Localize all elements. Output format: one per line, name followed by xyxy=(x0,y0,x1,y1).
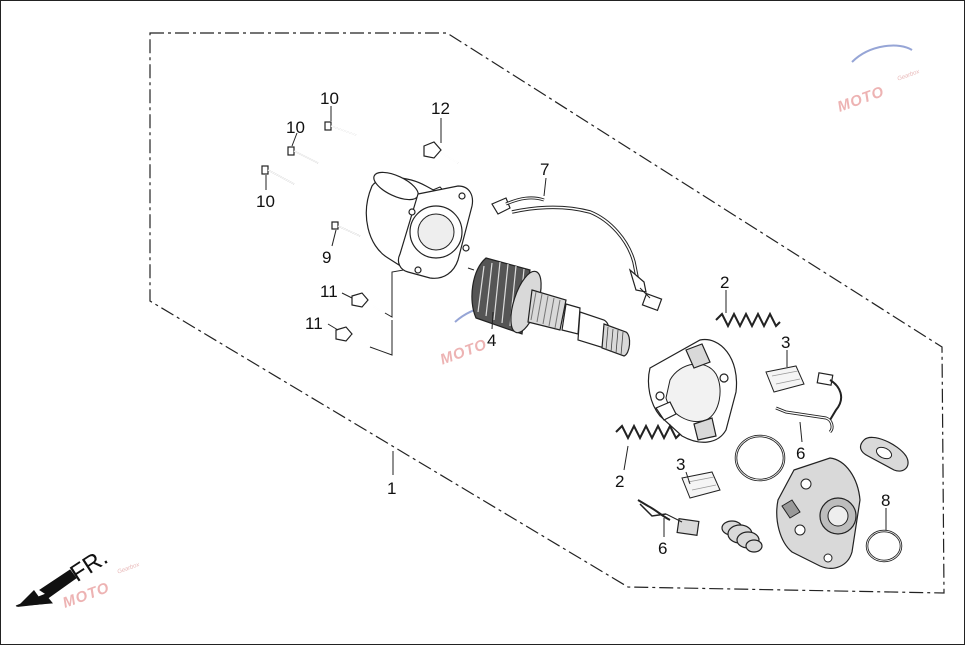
carbon-brush-top xyxy=(765,365,805,393)
leader-2b xyxy=(623,445,629,471)
brush-holder-plate xyxy=(647,338,738,443)
callout-9: 9 xyxy=(322,248,331,267)
watermark-logo-top-right: MOTO Gearbox xyxy=(835,44,922,116)
callout-11-bottom: 11 xyxy=(305,314,323,333)
leader-4 xyxy=(491,311,494,330)
bolt-10-bottom xyxy=(261,165,295,185)
leader-9 xyxy=(331,229,337,247)
bolt-11-top xyxy=(351,292,386,314)
carbon-brush-bottom xyxy=(681,471,721,499)
brush-spring-bottom xyxy=(615,423,681,441)
brush-spring-top xyxy=(715,311,781,329)
callout-3-top: 3 xyxy=(781,333,790,352)
svg-text:MOTO: MOTO xyxy=(835,83,887,116)
wire-harness xyxy=(491,196,663,312)
callout-6-bottom: 6 xyxy=(658,539,667,558)
callout-4: 4 xyxy=(487,331,496,350)
motor-housing xyxy=(365,171,474,279)
end-cover xyxy=(776,457,861,569)
callout-2-top: 2 xyxy=(720,273,729,292)
callout-2-bottom: 2 xyxy=(615,472,624,491)
o-ring-large-highlight xyxy=(735,435,785,481)
leader-10b xyxy=(291,132,298,147)
callout-10-top: 10 xyxy=(320,89,339,108)
callout-1: 1 xyxy=(387,479,396,498)
bolt-10-top xyxy=(324,121,357,136)
leader-7 xyxy=(543,177,547,197)
leader-11a xyxy=(341,292,353,299)
assembly-boundary xyxy=(149,32,945,594)
front-direction-arrow xyxy=(15,569,77,607)
callout-11-top: 11 xyxy=(320,282,338,301)
callout-7: 7 xyxy=(540,160,549,179)
bolt-10-middle xyxy=(287,146,319,164)
bolt-11-bottom xyxy=(335,326,371,348)
rubber-grommet xyxy=(721,520,763,553)
bolt-11-guide-top xyxy=(384,267,416,318)
leader-6a xyxy=(799,421,803,443)
svg-text:Gearbox: Gearbox xyxy=(117,562,142,576)
callout-12: 12 xyxy=(431,99,450,118)
callout-10-bottom: 10 xyxy=(256,192,275,211)
brush-terminal-top xyxy=(775,372,843,434)
svg-text:Gearbox: Gearbox xyxy=(897,69,922,83)
o-ring-small-highlight xyxy=(866,530,902,562)
brush-terminal-bottom xyxy=(637,499,700,537)
bolt-11-guide-bottom xyxy=(369,320,393,356)
callout-3-bottom: 3 xyxy=(676,455,685,474)
bolt-9 xyxy=(331,221,361,237)
bolt-12 xyxy=(423,141,459,164)
callout-10-middle: 10 xyxy=(286,118,305,137)
leader-11b xyxy=(327,323,339,331)
callout-8: 8 xyxy=(881,491,890,510)
callout-6-top: 6 xyxy=(796,444,805,463)
leader-3b xyxy=(685,471,691,485)
armature xyxy=(467,257,631,357)
terminal-gasket xyxy=(859,436,909,472)
svg-text:MOTO: MOTO xyxy=(438,336,490,369)
